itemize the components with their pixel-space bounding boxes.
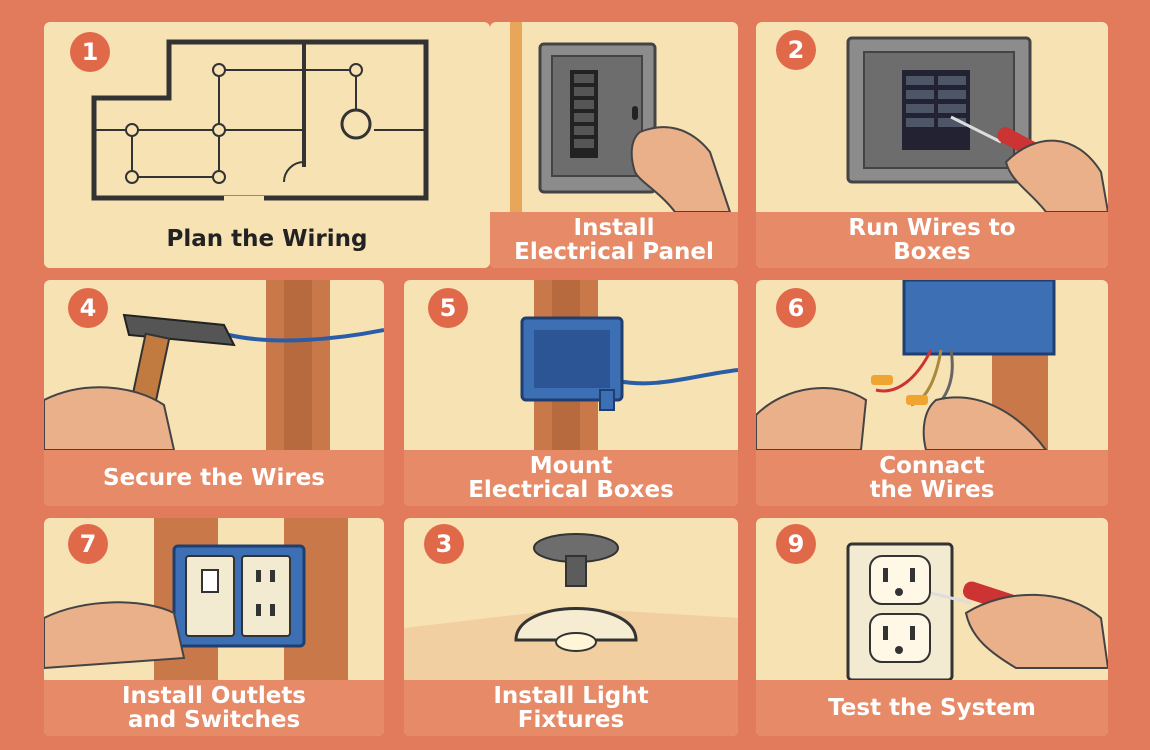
caption-line-1: Secure the Wires (103, 465, 325, 491)
light-fixture-illustration (404, 533, 738, 683)
caption-line-2: Electrical Panel (514, 239, 714, 265)
caption-line-2: the Wires (869, 477, 995, 503)
step-number-badge: 3 (424, 524, 464, 564)
hammer-stud-illustration (44, 280, 384, 451)
step-caption: Test the System (756, 680, 1108, 736)
electrical-panel-illustration (510, 22, 732, 213)
caption-line-1: Run Wires to (848, 215, 1016, 241)
step-caption: Run Wires to Boxes (756, 212, 1108, 268)
step-panel-install-outlets: 7 Install Outlets and Switches (44, 518, 384, 736)
step-number-badge: 2 (776, 30, 816, 70)
step-number-badge: 6 (776, 288, 816, 328)
step-panel-plan-wiring: 1 Plan the Wiring (44, 22, 490, 268)
caption-line-1: Connact (879, 453, 985, 479)
step-panel-secure-wires: 4 Secure the Wires (44, 280, 384, 506)
step-panel-test-system: 9 Test the System (756, 518, 1108, 736)
panel-screwdriver-illustration (846, 36, 1108, 213)
step-number-badge: 4 (68, 288, 108, 328)
step-panel-install-light: 3 Install Light Fixtures (404, 518, 738, 736)
step-panel-mount-boxes: 5 Mount Electrical Boxes (404, 280, 738, 506)
caption-line-1: Plan the Wiring (166, 226, 368, 252)
caption-line-2: Electrical Boxes (468, 477, 674, 503)
caption-line-1: Mount (529, 453, 613, 479)
floor-plan-illustration (91, 39, 429, 201)
step-number-badge: 9 (776, 524, 816, 564)
step-number-badge: 7 (68, 524, 108, 564)
caption-line-1: Install Outlets (122, 683, 306, 709)
electrical-box-illustration (520, 280, 738, 450)
caption-line-2: and Switches (127, 707, 301, 733)
step-caption: Connact the Wires (756, 450, 1108, 506)
caption-line-1: Test the System (828, 695, 1036, 721)
step-number-badge: 1 (70, 32, 110, 72)
step-caption: Plan the Wiring (44, 210, 490, 268)
step-panel-install-panel: Install Electrical Panel (490, 22, 738, 268)
step-caption: Install Light Fixtures (404, 680, 738, 736)
caption-line-2: Boxes (893, 239, 971, 265)
caption-line-2: Fixtures (517, 707, 625, 733)
step-caption: Install Electrical Panel (490, 212, 738, 268)
wire-connecting-illustration (756, 280, 1056, 451)
caption-line-1: Install Light (493, 683, 649, 709)
step-caption: Secure the Wires (44, 450, 384, 506)
caption-line-1: Install (573, 215, 655, 241)
step-caption: Mount Electrical Boxes (404, 450, 738, 506)
step-caption: Install Outlets and Switches (44, 680, 384, 736)
outlet-switch-illustration (44, 518, 348, 683)
step-panel-run-wires: 2 Run Wires to Boxes (756, 22, 1108, 268)
outlet-tester-illustration (846, 542, 1108, 682)
step-panel-connect-wires: 6 Connact the Wires (756, 280, 1108, 506)
step-number-badge: 5 (428, 288, 468, 328)
